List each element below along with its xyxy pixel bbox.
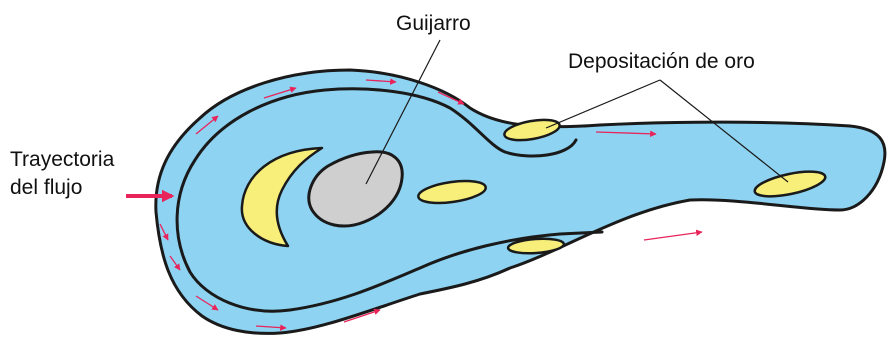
gold-deposition-label: Depositación de oro — [568, 50, 755, 73]
flow-path-label-line2: del flujo — [10, 176, 82, 199]
pebble-label: Guijarro — [396, 12, 471, 35]
flow-arrow-icon — [644, 232, 702, 240]
gold-leader-line-a — [546, 80, 660, 128]
flow-path-label-line1: Trayectoria — [10, 148, 115, 171]
